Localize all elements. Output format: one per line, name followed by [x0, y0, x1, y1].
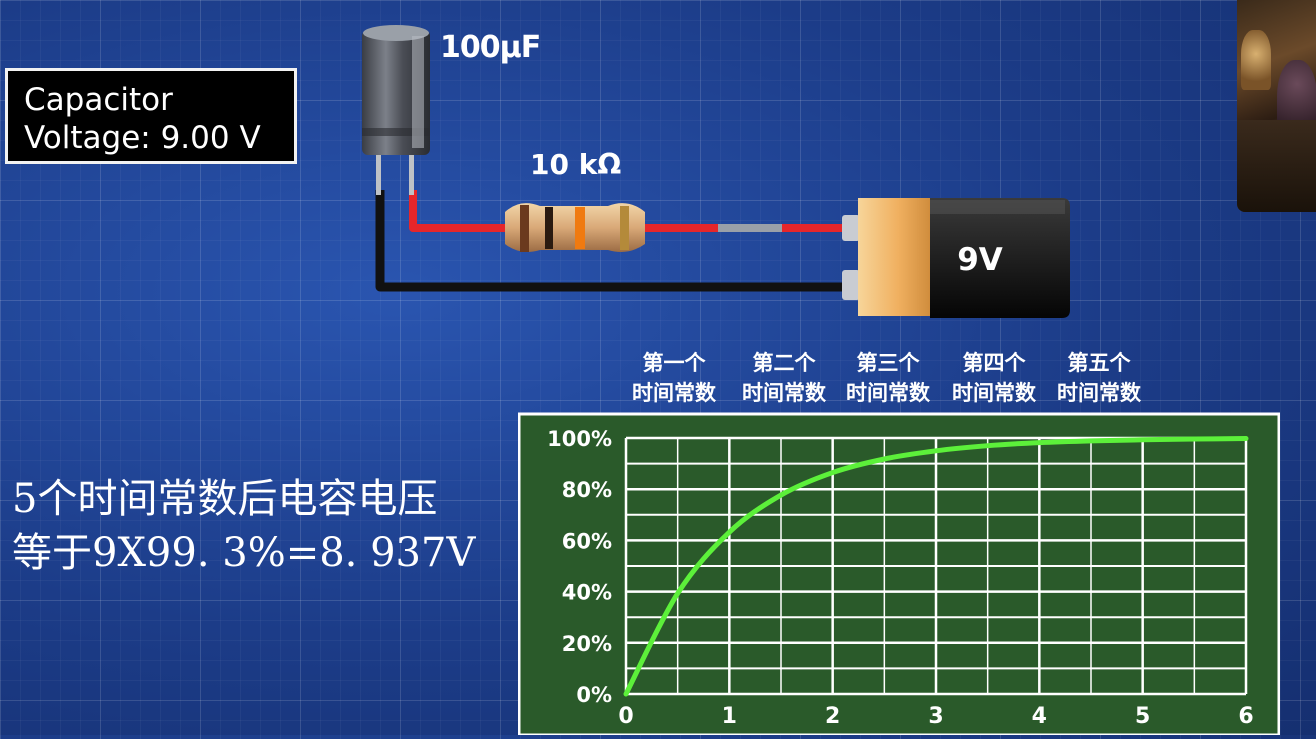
x-tick-label: 4 — [1032, 704, 1047, 729]
chart-svg: 0% 20% 40% 60% 80% 100% 0 1 2 3 4 5 6 — [517, 412, 1281, 737]
time-constant-header-5: 第五个 时间常数 — [1057, 351, 1141, 405]
x-tick-label: 2 — [825, 704, 840, 729]
x-tick-label: 0 — [618, 704, 633, 729]
resistor — [505, 203, 645, 252]
x-tick-label: 1 — [722, 704, 737, 729]
shelf-image — [1237, 120, 1316, 212]
time-constant-header-1: 第一个 时间常数 — [632, 351, 716, 405]
battery-label: 9V — [957, 242, 1003, 278]
formula-line-1: 5个时间常数后电容电压 — [12, 476, 438, 522]
formula-text: 5个时间常数后电容电压 等于9X99. 3%=8. 937V — [12, 472, 475, 580]
charge-curve-chart: 0% 20% 40% 60% 80% 100% 0 1 2 3 4 5 6 — [517, 412, 1281, 737]
chart-frame — [517, 412, 1281, 737]
readout-value: Voltage: 9.00 V — [24, 120, 261, 156]
formula-line-2: 等于9X99. 3%=8. 937V — [12, 530, 476, 576]
resistor-label: 10 kΩ — [530, 148, 622, 181]
time-constant-header-4: 第四个 时间常数 — [952, 351, 1036, 405]
x-tick-label: 5 — [1135, 704, 1150, 729]
positive-wire — [409, 190, 505, 232]
webcam-overlay — [1237, 0, 1316, 212]
y-tick-label: 40% — [562, 581, 612, 605]
readout-title: Capacitor — [24, 82, 173, 118]
time-constant-header-3: 第三个 时间常数 — [846, 351, 930, 405]
x-tick-label: 6 — [1238, 704, 1253, 729]
battery — [842, 198, 1070, 318]
y-tick-label: 60% — [562, 529, 612, 553]
capacitor — [362, 25, 430, 195]
voltage-readout: Capacitor Voltage: 9.00 V — [5, 68, 297, 164]
time-constant-header-2: 第二个 时间常数 — [742, 351, 826, 405]
y-tick-label: 100% — [547, 427, 612, 451]
circuit-diagram: 9V — [362, 25, 1070, 318]
capacitor-label: 100μF — [440, 30, 541, 65]
y-tick-label: 80% — [562, 478, 612, 502]
lamp-image — [1241, 30, 1271, 90]
negative-wire — [375, 190, 850, 292]
charge-curve-line — [623, 436, 1249, 697]
y-tick-label: 0% — [576, 683, 612, 707]
x-tick-label: 3 — [928, 704, 943, 729]
y-tick-label: 20% — [562, 632, 612, 656]
